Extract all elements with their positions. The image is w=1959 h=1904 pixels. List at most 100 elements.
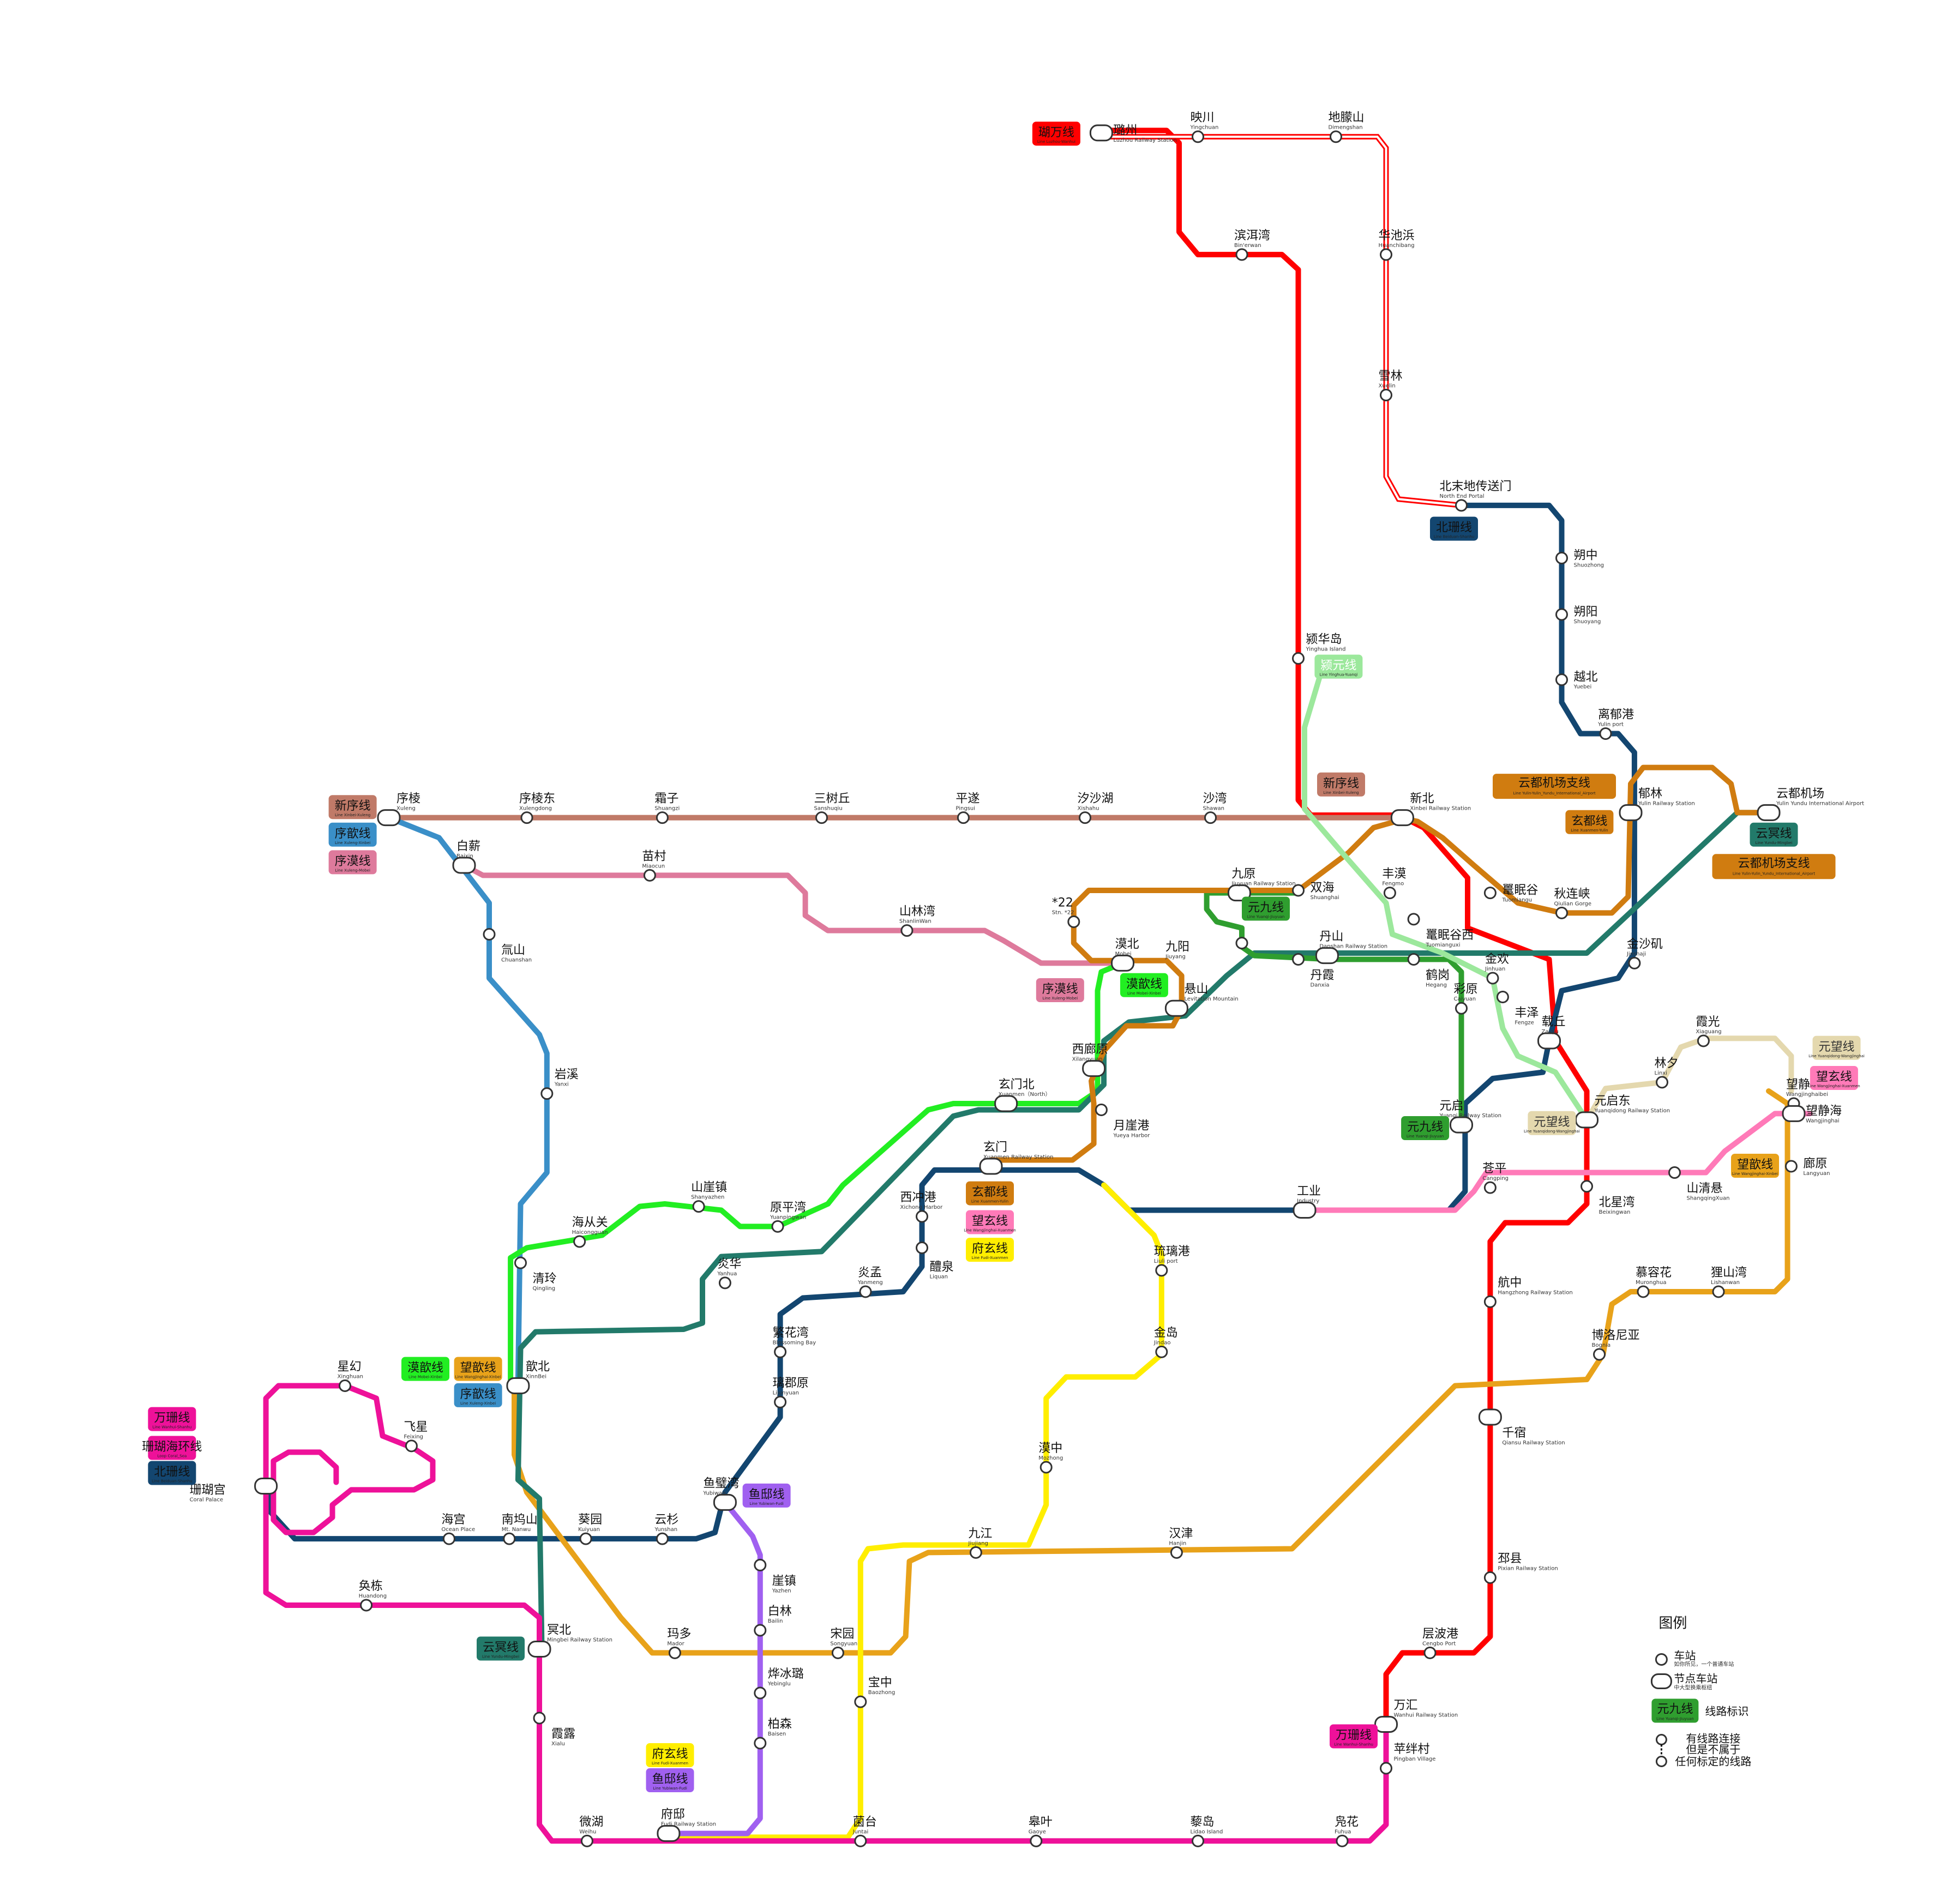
station-songyuan[interactable] [831,1646,844,1659]
station-yazhen[interactable] [754,1558,767,1571]
station-xilangyuan-interchange[interactable] [1082,1060,1106,1077]
station-fuhua[interactable] [1336,1834,1349,1847]
station-xialu[interactable] [533,1712,546,1725]
station-danshan-interchange[interactable] [1315,947,1339,965]
station-hegang[interactable] [1407,953,1420,966]
station-qingling[interactable] [514,1256,527,1269]
station-xulengdong[interactable] [520,811,533,824]
station-yingchuan[interactable] [1192,130,1204,143]
station-jinhuan[interactable] [1486,972,1499,985]
station-dimengshan[interactable] [1330,130,1342,143]
station-miaocun[interactable] [643,869,656,882]
station-chuanshan[interactable] [483,928,496,941]
station-northend[interactable] [1455,499,1468,512]
station-bognia[interactable] [1593,1348,1606,1361]
station-zaiqiu-interchange[interactable] [1537,1032,1561,1050]
station-xuanmennorth-interchange[interactable] [994,1095,1018,1112]
station-shanyazhen[interactable] [692,1200,705,1213]
station-shangqingxuan[interactable] [1668,1166,1681,1179]
station-beixingwan[interactable] [1581,1180,1593,1193]
station-liquan[interactable] [916,1242,928,1254]
station-weihu[interactable] [580,1834,593,1847]
station-mobei-interchange[interactable] [1111,954,1134,972]
station-xinbeiw-interchange[interactable] [506,1377,530,1394]
station-hanjin[interactable] [1170,1546,1183,1559]
station-haigong[interactable] [442,1532,455,1545]
station-baozhong[interactable] [854,1695,867,1708]
station-lijunyuan[interactable] [774,1395,787,1408]
station-lishan[interactable] [1712,1285,1725,1298]
station-lidao[interactable] [1192,1834,1204,1847]
station-yinghua[interactable] [1292,652,1305,665]
station-jiuyuan-interchange[interactable] [1227,884,1251,902]
station-juntai[interactable] [854,1834,867,1847]
station-industry-interchange[interactable] [1293,1202,1317,1219]
station-baisen[interactable] [754,1737,767,1750]
station-shuangzi[interactable] [656,811,669,824]
station-jiujiang[interactable] [969,1546,982,1559]
station-yunshan[interactable] [656,1532,669,1545]
station-xiaguang[interactable] [1697,1034,1710,1047]
station-tuomiangu[interactable] [1483,887,1497,900]
station-xinbei-interchange[interactable] [1390,809,1414,827]
station-yulinport[interactable] [1599,727,1612,740]
station-yuebei[interactable] [1555,673,1568,686]
station-yanmeng[interactable] [859,1285,872,1298]
station-tuomianguxi[interactable] [1407,913,1420,926]
station-blossoming[interactable] [774,1345,787,1358]
station-yueya[interactable] [1095,1104,1108,1116]
station-qiansu-interchange[interactable] [1478,1408,1502,1426]
station-cengbo[interactable] [1423,1646,1437,1659]
station-luzhou-interchange[interactable] [1089,124,1113,142]
station-nanwu[interactable] [503,1532,516,1545]
station-yubiwan-interchange[interactable] [713,1493,737,1511]
station-huanchibang[interactable] [1380,248,1392,261]
station-jindao[interactable] [1155,1345,1168,1358]
station-jinshaji[interactable] [1628,956,1641,969]
station-yuanpingwan[interactable] [771,1220,784,1233]
station-huandong[interactable] [360,1599,373,1612]
station-feixing[interactable] [405,1439,418,1453]
station-yuanqidong-interchange[interactable] [1575,1111,1599,1129]
station-pingban[interactable] [1380,1762,1392,1775]
station-xuanmen-interchange[interactable] [979,1158,1003,1175]
station-wangjinghai-interchange[interactable] [1782,1105,1806,1122]
station-danxia[interactable] [1292,953,1305,966]
station-airport-interchange[interactable] [1757,804,1781,821]
station-yuanqi-interchange[interactable] [1450,1116,1473,1134]
station-mozhong[interactable] [1039,1461,1053,1474]
station-kuiyuan[interactable] [579,1532,592,1545]
station-shuozhong[interactable] [1555,552,1568,564]
station-wanhui-interchange[interactable] [1374,1716,1398,1733]
station-stn22[interactable] [1067,915,1080,928]
station-yanhua[interactable] [718,1276,731,1290]
station-binerwan[interactable] [1235,248,1248,261]
station-xichong[interactable] [916,1210,928,1223]
station-levitation-interchange[interactable] [1164,999,1188,1017]
station-yulin-interchange[interactable] [1619,804,1643,821]
